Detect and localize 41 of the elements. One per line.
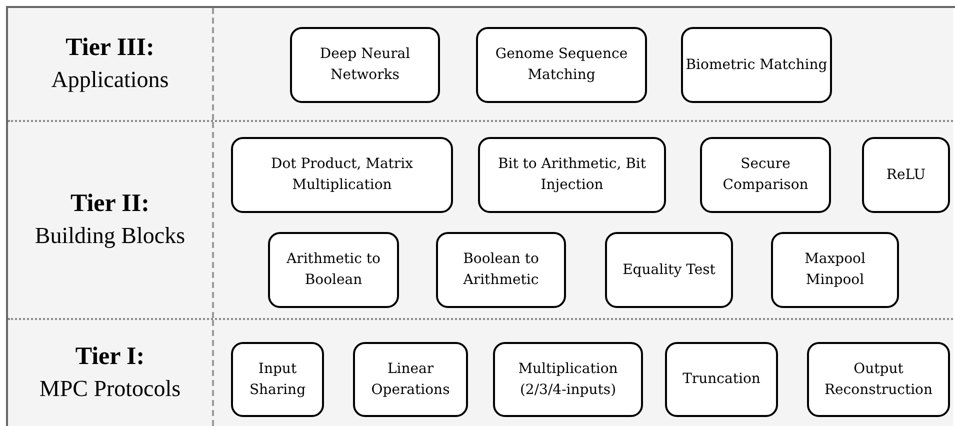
component-box (862, 137, 950, 213)
box-label: Multiplication (2/3/4-inputs) (517, 360, 619, 400)
box-label: Linear Operations (370, 360, 451, 400)
component-box (231, 137, 453, 213)
box-label: Secure Comparison (722, 155, 810, 195)
box-label: Boolean to Arithmetic (462, 250, 540, 290)
component-box (478, 137, 666, 213)
box-label: Arithmetic to Boolean (285, 250, 382, 290)
box-label: Deep Neural Networks (318, 45, 412, 85)
box-label: Output Reconstruction (823, 360, 934, 400)
box-label: Dot Product, Matrix Multiplication (270, 155, 414, 195)
box-label: Truncation (682, 370, 760, 389)
component-box (665, 342, 778, 417)
tier-subtitle: Applications (51, 66, 169, 94)
box-label: ReLU (886, 166, 926, 184)
tier-band (8, 122, 953, 320)
tier-band (8, 8, 953, 122)
tier-subtitle: MPC Protocols (39, 375, 181, 403)
component-box (290, 27, 440, 103)
component-box (353, 342, 468, 417)
tier-heading: Tier I: (75, 342, 145, 372)
box-label: Genome Sequence Matching (494, 45, 629, 85)
box-label: Input Sharing (248, 360, 307, 400)
component-box (436, 232, 566, 308)
component-box (605, 232, 733, 308)
component-box (681, 27, 832, 103)
component-box (268, 232, 399, 308)
box-label: Biometric Matching (686, 56, 828, 74)
component-box (700, 137, 831, 213)
component-box (476, 27, 647, 103)
component-box (807, 342, 950, 417)
component-box (231, 342, 324, 417)
box-label: Maxpool Minpool (804, 250, 866, 290)
tier-heading: Tier II: (70, 189, 150, 219)
tier-band (8, 320, 953, 426)
box-label: Equality Test (622, 260, 716, 280)
box-label: Bit to Arithmetic, Bit Injection (496, 155, 648, 195)
tier-heading: Tier III: (66, 33, 154, 63)
tier-subtitle: Building Blocks (34, 222, 186, 250)
component-box (771, 232, 899, 308)
component-box (493, 342, 643, 417)
